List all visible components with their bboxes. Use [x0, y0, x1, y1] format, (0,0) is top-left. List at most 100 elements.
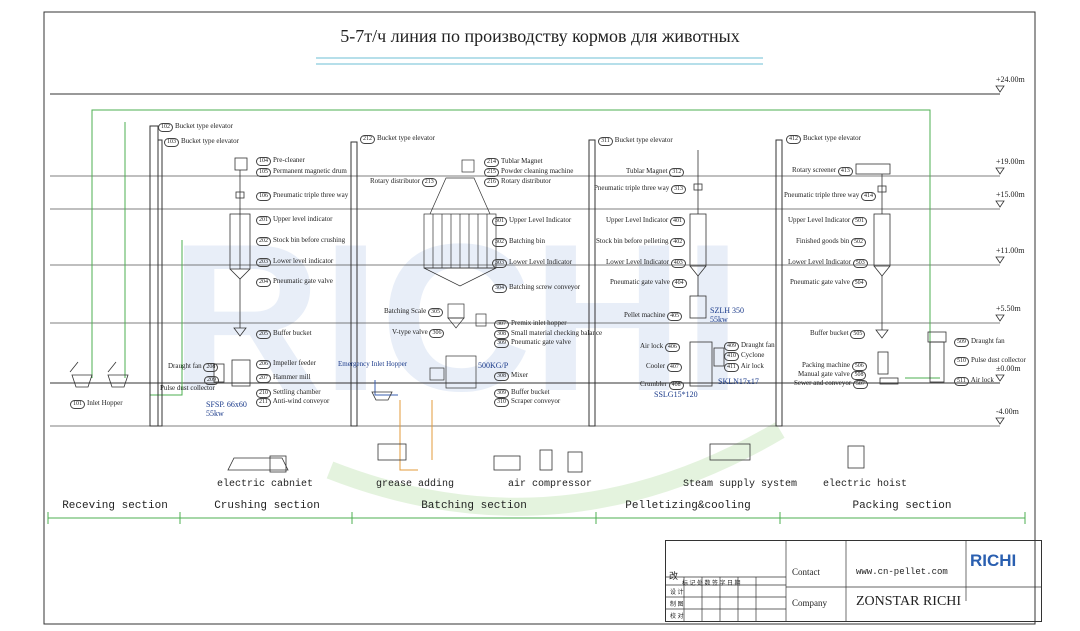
level-label: +15.00m [996, 190, 1025, 199]
equipment-label: Draught fan 208 [168, 362, 220, 372]
level-label: ±0.00m [996, 364, 1021, 373]
title-block-grid [666, 541, 1041, 621]
row-label: 制 图 [670, 602, 684, 608]
equipment-label: Tublar Magnet 312 [626, 167, 686, 177]
equipment-label: V-type valve 306 [392, 328, 446, 338]
section-label: Crushing section [214, 500, 320, 512]
pellet-model: SZLH 350 [710, 306, 744, 315]
level-label: +24.00m [996, 75, 1025, 84]
contact-label: Contact [792, 567, 820, 577]
equipment-label: Packing machine 506 [802, 361, 869, 371]
mill-power: 55kw [206, 409, 224, 418]
svg-text:RICHI: RICHI [170, 200, 742, 435]
level-label: +11.00m [996, 246, 1025, 255]
pellet-power: 55kw [710, 315, 728, 324]
page-title: 5-7т/ч линия по производству кормов для … [340, 26, 740, 46]
level-label: +5.50m [996, 304, 1021, 313]
equipment-label: Pneumatic triple three way 414 [784, 191, 878, 201]
equipment-label: Upper Level Indicator 501 [788, 216, 869, 226]
equipment-label: Crumbler 408 [640, 380, 686, 390]
equipment-label: Pulse dust collector [160, 384, 215, 392]
crumbler-model: SSLG15*120 [654, 390, 698, 399]
section-label: Pelletizing&cooling [625, 500, 751, 512]
section-label: Batching section [421, 500, 527, 512]
equipment-label: Pneumatic gate valve 504 [790, 278, 869, 288]
level-label: +19.00m [996, 157, 1025, 166]
electric-hoist-label: electric hoist [822, 479, 907, 490]
equipment-label: Finished goods bin 502 [796, 237, 868, 247]
section-label: Packing section [852, 500, 952, 512]
equipment-label: Pellet machine 405 [624, 311, 684, 321]
level-label: -4.00m [996, 407, 1019, 416]
equipment-label: Air lock 406 [640, 342, 682, 352]
row-label: 设 计 [670, 590, 684, 596]
equipment-label: Manual gate valve 508 [798, 370, 868, 380]
company-label: Company [792, 598, 827, 608]
equipment-label: Buffer bucket 505 [810, 329, 867, 339]
mill-model: SFSP. 66x60 [206, 400, 247, 409]
website: www.cn-pellet.com [856, 567, 948, 577]
air-compressor-label: air compressor [507, 479, 592, 490]
equipment-label: Sewer and conveyor 507 [794, 379, 870, 389]
steam-supply-label: Steam supply system [682, 479, 798, 490]
equipment-label: Upper Level Indicator 401 [606, 216, 687, 226]
mixer-capacity: 500KG/P [478, 361, 509, 370]
section-label: Receving section [62, 500, 168, 512]
equipment-label: Batching Scale 305 [384, 307, 445, 317]
equipment-label: Emergency Inlet Hopper [338, 360, 408, 368]
equipment-label: Pneumatic gate valve 404 [610, 278, 689, 288]
electric-cabinet-label: electric cabniet [216, 479, 313, 490]
change-mark: 改 [669, 571, 679, 581]
equipment-label: Rotary distributor 213 [370, 177, 439, 187]
equipment-label: Lower Level Indicator 403 [606, 258, 688, 268]
company-name: ZONSTAR RICHI [856, 594, 962, 609]
equipment-label: Rotary screener 413 [792, 166, 855, 176]
equipment-label: Pneumatic triple three way 313 [594, 184, 688, 194]
equipment-label: Cooler 407 [646, 362, 684, 372]
grid-header: 标 记 处 数 签 字 日 期 [682, 581, 741, 587]
equipment-label: Stock bin before pelleting 402 [596, 237, 687, 247]
cooler-model: SKLN17x17 [718, 377, 759, 386]
equipment-label: Lower Level Indicator 503 [788, 258, 870, 268]
equipment-label: 209 [204, 375, 221, 385]
richi-logo: RICHI [970, 551, 1017, 570]
grease-adding-label: grease adding [375, 479, 454, 490]
